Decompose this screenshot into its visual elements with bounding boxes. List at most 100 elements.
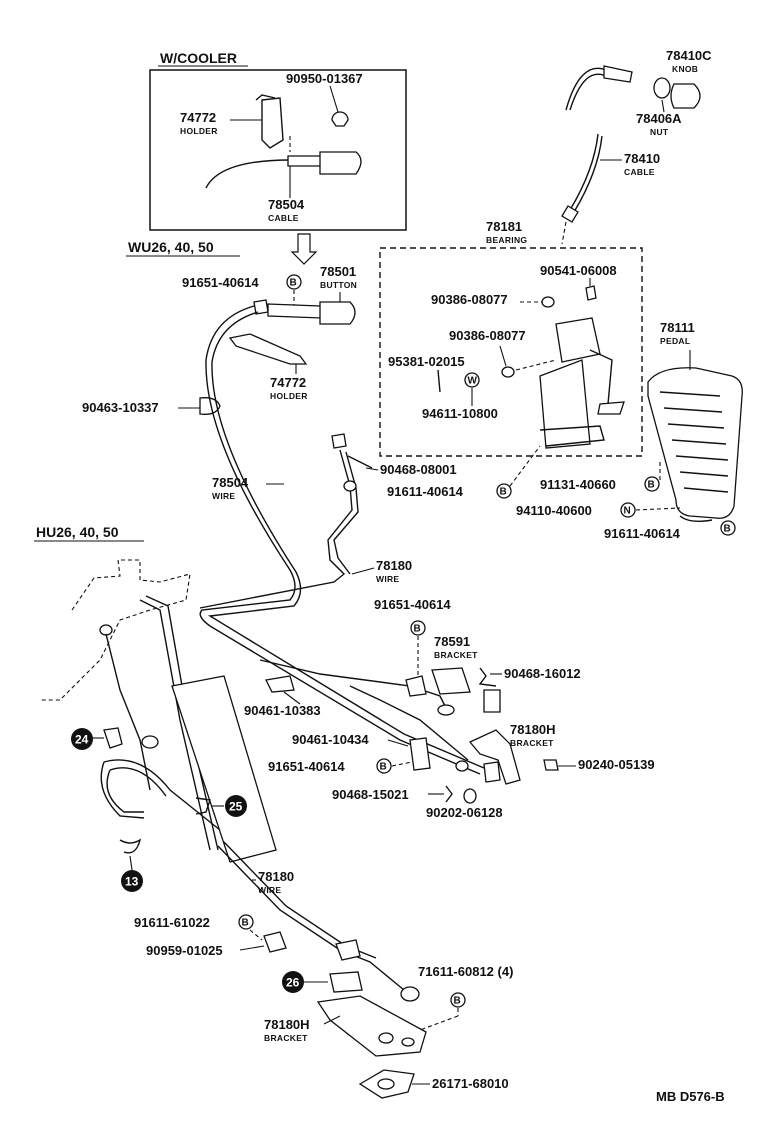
pedal-group: 78111 PEDAL 91131-40660 B 94110-40600 N … bbox=[516, 320, 743, 541]
clip-part bbox=[478, 667, 497, 687]
diagram-ref: MB D576-B bbox=[656, 1089, 725, 1104]
part-number: 78111 bbox=[660, 320, 695, 335]
clip-part bbox=[331, 111, 349, 127]
part-number: 90463-10337 bbox=[82, 400, 159, 415]
cable-line bbox=[569, 73, 607, 111]
leader bbox=[129, 855, 133, 871]
wire-line bbox=[223, 841, 377, 959]
clip-part bbox=[119, 838, 142, 854]
code-label: 25 bbox=[229, 800, 243, 814]
leader bbox=[249, 929, 263, 941]
wire-line bbox=[100, 761, 145, 819]
part-number: 90950-01367 bbox=[286, 71, 363, 86]
bolt-part bbox=[543, 759, 559, 771]
button-knob bbox=[319, 301, 356, 325]
bearing-body bbox=[539, 359, 591, 449]
leader bbox=[351, 567, 375, 575]
part-number: 90240-05139 bbox=[578, 757, 655, 772]
wire-end bbox=[437, 704, 455, 716]
wire-end bbox=[400, 986, 420, 1002]
clip-part bbox=[409, 737, 431, 771]
bearing-group: 78181 BEARING 90541-06008 90386-08077 90… bbox=[379, 219, 643, 457]
code-b-icon bbox=[450, 992, 466, 1008]
wire-78180-upper: 90468-08001 91611-40614 B 78180 WIRE bbox=[199, 433, 541, 609]
pedal-arm bbox=[145, 595, 219, 851]
code-label: B bbox=[500, 487, 507, 498]
part-number: 78180H bbox=[510, 722, 556, 737]
leader bbox=[561, 221, 567, 245]
wire-line bbox=[109, 767, 167, 797]
cable-knob bbox=[319, 151, 362, 175]
pedal-plate bbox=[171, 675, 277, 863]
group-label-hu: HU26, 40, 50 bbox=[36, 524, 119, 540]
holder-part bbox=[261, 97, 284, 149]
part-number: 91651-40614 bbox=[268, 759, 345, 774]
clip-part bbox=[265, 675, 295, 693]
button-holder-group: 91651-40614 B 78501 BUTTON 74772 HOLDER … bbox=[82, 264, 357, 415]
wire-line bbox=[103, 759, 221, 831]
bearing-lever bbox=[589, 349, 613, 405]
part-description: HOLDER bbox=[270, 391, 308, 401]
leader bbox=[499, 345, 507, 367]
hole bbox=[401, 1037, 415, 1047]
part-number: 91611-40614 bbox=[387, 484, 464, 499]
holder-part bbox=[228, 333, 308, 365]
part-number: 74772 bbox=[180, 110, 216, 125]
lower-wire-bracket: 78180 WIRE 91611-61022 B 90959-01025 716… bbox=[134, 841, 513, 1099]
part-number: 74772 bbox=[270, 375, 306, 390]
pedal-ribs bbox=[659, 391, 729, 493]
code-label: 13 bbox=[125, 875, 139, 889]
bracket-part bbox=[431, 667, 471, 695]
code-24-icon bbox=[71, 728, 93, 750]
part-description: BRACKET bbox=[510, 738, 554, 748]
part-number: 90468-15021 bbox=[332, 787, 409, 802]
bearing-foot bbox=[597, 401, 625, 415]
hole bbox=[377, 1078, 395, 1090]
part-description: WIRE bbox=[376, 574, 399, 584]
wire-line bbox=[207, 311, 485, 769]
part-number: 71611-60812 (4) bbox=[418, 964, 513, 979]
code-label: 24 bbox=[75, 733, 89, 747]
part-number: 94110-40600 bbox=[516, 503, 592, 518]
part-number: 90468-16012 bbox=[504, 666, 581, 681]
code-label: N bbox=[624, 506, 631, 517]
leader bbox=[365, 467, 379, 471]
code-b-icon bbox=[376, 758, 392, 774]
clip-part bbox=[103, 727, 123, 749]
hu-pedal-assembly: 24 25 13 bbox=[40, 559, 277, 892]
code-label: W bbox=[468, 376, 478, 387]
group-label-cooler: W/COOLER bbox=[160, 50, 237, 66]
code-26-icon bbox=[282, 971, 304, 993]
part-number: 78180 bbox=[376, 558, 412, 573]
part-description: HOLDER bbox=[180, 126, 218, 136]
bearing-arm bbox=[555, 317, 601, 363]
part-description: BRACKET bbox=[264, 1033, 308, 1043]
part-number: 90959-01025 bbox=[146, 943, 223, 958]
leader bbox=[323, 1015, 341, 1025]
code-b-icon bbox=[720, 520, 736, 536]
part-number: 91651-40614 bbox=[182, 275, 259, 290]
knob-part bbox=[670, 83, 701, 109]
nut-part bbox=[463, 788, 477, 804]
wire-line bbox=[199, 305, 481, 775]
code-b-icon bbox=[238, 914, 254, 930]
code-label: B bbox=[290, 278, 297, 289]
part-number: 90468-08001 bbox=[380, 462, 457, 477]
part-number: 90461-10434 bbox=[292, 732, 369, 747]
nut-part bbox=[653, 77, 671, 99]
bracket-part bbox=[405, 675, 427, 697]
part-description: BRACKET bbox=[434, 650, 478, 660]
clamp-part bbox=[483, 689, 501, 713]
rod-part bbox=[105, 633, 151, 791]
bracket-part bbox=[483, 761, 501, 783]
wire-end bbox=[331, 433, 347, 449]
part-description: PEDAL bbox=[660, 336, 690, 346]
cable-line bbox=[205, 159, 291, 189]
code-label: B bbox=[454, 996, 461, 1007]
wire-line bbox=[349, 685, 469, 761]
code-b-icon bbox=[286, 274, 302, 290]
pedal-pad bbox=[647, 367, 743, 519]
cooler-inset: W/COOLER 90950-01367 74772 HOLDER 78504 … bbox=[149, 50, 407, 231]
leader bbox=[509, 445, 541, 487]
